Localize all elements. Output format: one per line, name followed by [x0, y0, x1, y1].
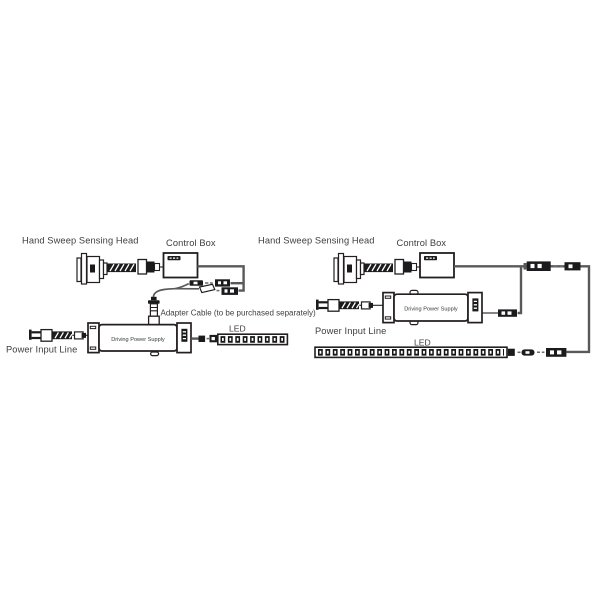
- output-connector-upper: [215, 279, 230, 287]
- output-connector-lower: [221, 287, 238, 295]
- label-control-box: Control Box: [166, 238, 216, 248]
- label-led: LED: [414, 338, 431, 348]
- label-led: LED: [229, 324, 246, 334]
- sensing-head-icon: [333, 252, 365, 285]
- label-control-box: Control Box: [397, 238, 447, 248]
- label-hand-sweep-sensing-head: Hand Sweep Sensing Head: [22, 236, 139, 246]
- label-adapter-cable: Adapter Cable (to be purchased separatel…: [161, 309, 317, 318]
- led-connector-icon: [546, 348, 567, 357]
- sensor-cable-braid: [364, 263, 393, 273]
- adapter-branch-connector-upper: [189, 280, 203, 286]
- control-box-output-wire: [454, 265, 591, 354]
- power-supply-side-label-mark: [472, 298, 479, 312]
- inline-connector-pair: [523, 261, 581, 271]
- diagram-right: Hand Sweep Sensing Head Control Box: [258, 236, 591, 359]
- led-strip-graphic: [314, 346, 508, 359]
- led-output-wire: [191, 334, 218, 343]
- driving-power-supply-graphic: Driving Power Supply: [87, 315, 192, 357]
- adapter-branch-connector-lower: [198, 283, 216, 294]
- sensor-connector-icon: [137, 258, 164, 275]
- label-hand-sweep-sensing-head: Hand Sweep Sensing Head: [258, 236, 375, 246]
- label-power-input-line: Power Input Line: [6, 345, 77, 355]
- control-box-graphic: [419, 252, 455, 279]
- power-supply-branch-wire: [517, 267, 523, 315]
- led-strip-graphic: [217, 333, 289, 346]
- power-plug-icon: [316, 298, 383, 312]
- adapter-plug-icon: [148, 296, 160, 317]
- control-box-output-wire: [197, 265, 245, 292]
- adapter-cable-graphic: [148, 280, 220, 317]
- sensing-head-icon: [76, 252, 108, 285]
- control-box-graphic: [162, 252, 199, 279]
- led-end-connector-chain: [507, 348, 567, 357]
- sensor-connector-icon: [394, 258, 420, 275]
- label-power-input-line: Power Input Line: [315, 326, 386, 336]
- sensor-cable-braid: [107, 263, 136, 273]
- label-driving-power-supply: Driving Power Supply: [404, 306, 458, 312]
- power-plug-icon: [29, 328, 88, 342]
- power-supply-side-label-mark: [181, 328, 188, 342]
- power-supply-top-socket: [147, 315, 160, 326]
- diagram-left: Hand Sweep Sensing Head Control Box: [6, 236, 317, 357]
- driving-power-supply-graphic: Driving Power Supply: [382, 289, 483, 326]
- power-supply-output-connector: [482, 309, 517, 317]
- label-driving-power-supply: Driving Power Supply: [111, 337, 165, 343]
